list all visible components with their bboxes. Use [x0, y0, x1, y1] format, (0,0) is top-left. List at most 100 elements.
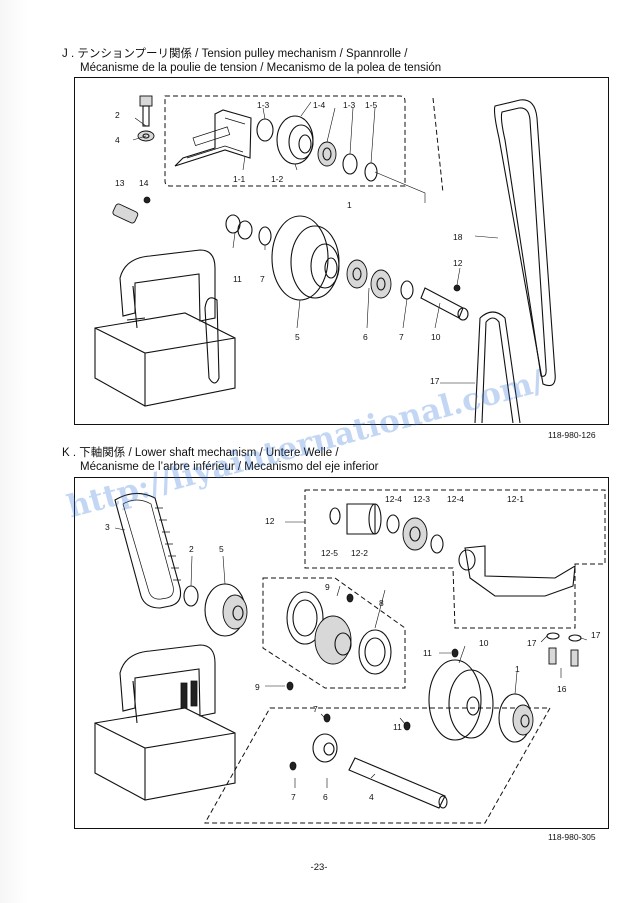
callout-j-11: 11 [233, 274, 242, 284]
machine-thumbnail-k [94, 644, 236, 801]
section-j-title-line1: J . テンションプーリ関係 / Tension pulley mechanis… [62, 48, 408, 60]
washer-8b [358, 629, 392, 675]
screw-9b [286, 681, 294, 691]
callout-k-17a: 17 [527, 638, 537, 648]
callout-j-1-3b: 1-3 [343, 100, 356, 110]
callout-j-17: 17 [430, 376, 440, 386]
callout-j-1-3: 1-3 [257, 100, 270, 110]
callout-k-12-1: 12-1 [507, 494, 525, 504]
tension-pulley-diagram [94, 95, 556, 424]
machine-thumbnail [94, 249, 236, 407]
part-13 [112, 203, 139, 224]
callout-k-12-4b: 12-4 [447, 494, 465, 504]
callout-k-1: 1 [515, 664, 520, 674]
callout-j-10: 10 [431, 332, 441, 342]
callout-j-4: 4 [115, 135, 120, 145]
callout-k-12-2: 12-2 [351, 548, 369, 558]
section-k-title-line1: K . 下軸関係 / Lower shaft mechanism / Unter… [62, 447, 339, 459]
drawing-number-k: 118-980-305 [548, 832, 596, 842]
callout-j-14: 14 [139, 178, 149, 188]
screw-9a [346, 593, 354, 603]
gear-8 [314, 615, 352, 665]
ring-12-5 [329, 507, 341, 525]
lower-shaft-diagram [94, 489, 606, 824]
ring-2 [183, 585, 199, 607]
callout-j-6: 6 [363, 332, 368, 342]
shaft-10 [420, 287, 464, 319]
callout-k-12-5: 12-5 [321, 548, 339, 558]
assembly-lower-boundary [204, 707, 551, 824]
callout-k-9a: 9 [325, 582, 330, 592]
section-k-diagram-frame: 3 2 5 12 12-4 12-3 12-4 12-1 12-5 12-2 9… [74, 477, 609, 829]
callout-k-11b: 11 [393, 722, 402, 732]
callout-k-7a: 7 [291, 792, 296, 802]
callout-j-12: 12 [453, 258, 463, 268]
ring-7 [258, 226, 272, 246]
callout-k-9b: 9 [255, 682, 260, 692]
bracket-12-1 [464, 545, 576, 597]
collar-6 [312, 733, 338, 763]
screw-11a [451, 648, 459, 658]
callout-k-12-4a: 12-4 [385, 494, 403, 504]
callout-k-7b: 7 [313, 704, 318, 714]
scan-edge [0, 0, 28, 903]
ring-1-3b [342, 153, 358, 175]
assembly-1-boundary [164, 95, 406, 187]
assembly-12-boundary [304, 489, 606, 629]
callout-j-18: 18 [453, 232, 463, 242]
callout-j-1-5: 1-5 [365, 100, 378, 110]
callout-k-3: 3 [105, 522, 110, 532]
callout-j-2: 2 [115, 110, 120, 120]
belt-17 [479, 311, 521, 424]
callout-k-11a: 11 [423, 648, 432, 658]
callout-j-5: 5 [295, 332, 300, 342]
callout-j-13: 13 [115, 178, 125, 188]
section-j-title-line2: Mécanisme de la poulie de tension / Meca… [80, 62, 442, 74]
callout-k-5: 5 [219, 544, 224, 554]
shaft-4 [348, 757, 446, 809]
bearing-1-4 [317, 141, 337, 167]
screw-7a [289, 761, 297, 771]
assembly-8-boundary [262, 577, 406, 689]
callout-k-8: 8 [379, 598, 384, 608]
callout-k-4: 4 [369, 792, 374, 802]
section-j-diagram-frame: 2 4 13 14 1-3 1-4 1-3 1-5 1-1 1-2 1 11 7… [74, 77, 609, 425]
timing-belt-3 [114, 492, 182, 609]
callout-k-2: 2 [189, 544, 194, 554]
callout-k-12: 12 [265, 516, 275, 526]
ring-12-4a [386, 514, 400, 534]
callout-j-1-1: 1-1 [233, 174, 246, 184]
stud-16b [570, 649, 579, 667]
washer-8a [286, 591, 324, 645]
section-k-title-line2: Mécanisme de l’arbre inférieur / Mecanis… [80, 461, 379, 473]
washer-17b [568, 634, 582, 642]
callout-k-12-3: 12-3 [413, 494, 431, 504]
section-k-title: K . 下軸関係 / Lower shaft mechanism / Unter… [62, 446, 379, 474]
callout-j-1-4: 1-4 [313, 100, 326, 110]
page-number: -23- [310, 862, 328, 873]
bearing-6 [346, 259, 368, 289]
stud-16a [548, 647, 557, 665]
callout-j-7: 7 [260, 274, 265, 284]
callout-j-7b: 7 [399, 332, 404, 342]
ring-1-3 [256, 118, 274, 142]
callout-j-1: 1 [347, 200, 352, 210]
drawing-number-j: 118-980-126 [548, 430, 596, 440]
part-14 [143, 196, 151, 204]
screw-7b [323, 713, 331, 723]
bracket-part [174, 109, 252, 167]
screw-12 [453, 284, 461, 292]
pulley-5 [271, 215, 329, 301]
belt-18 [493, 99, 556, 387]
hub-10 [428, 659, 482, 741]
callout-k-16: 16 [557, 684, 567, 694]
bolt-2 [139, 95, 153, 107]
callout-k-17b: 17 [591, 630, 601, 640]
ring-7b [400, 280, 414, 300]
ring-12-4b [430, 534, 444, 554]
bearing-12-3 [402, 517, 428, 551]
callout-j-1-2: 1-2 [271, 174, 284, 184]
callout-k-6: 6 [323, 792, 328, 802]
washer-17a [546, 632, 560, 640]
